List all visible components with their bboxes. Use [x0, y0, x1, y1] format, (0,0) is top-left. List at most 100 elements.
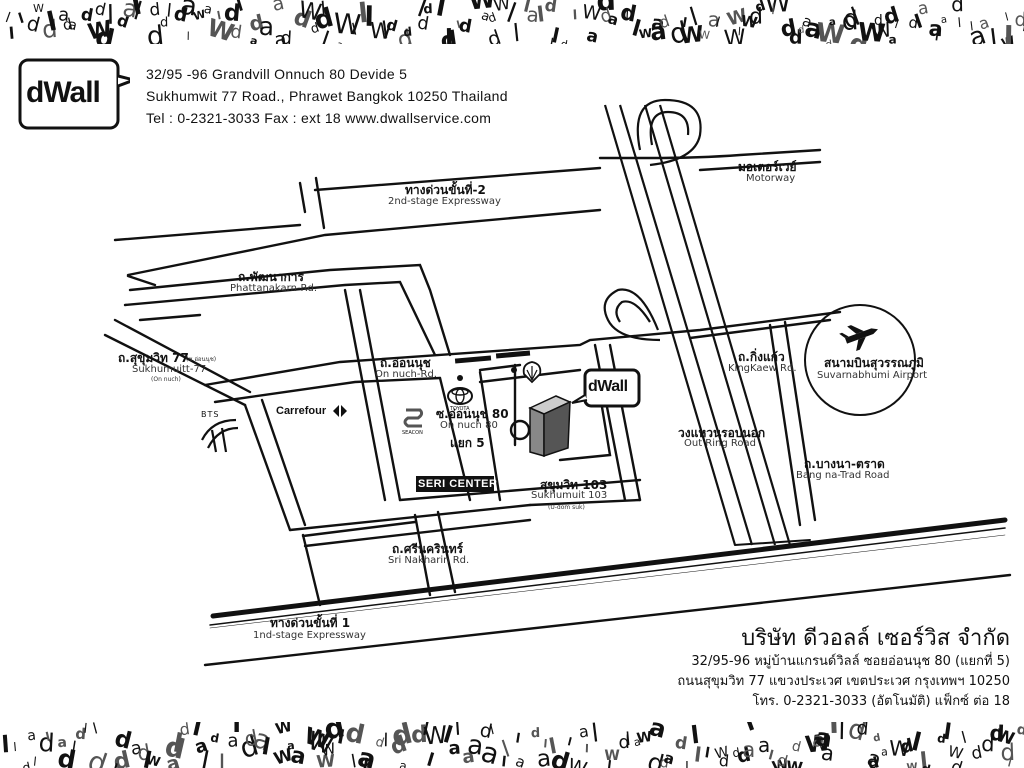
border-glyph: l — [13, 740, 18, 754]
border-glyph: W — [33, 2, 44, 15]
border-glyph: l — [445, 26, 453, 44]
border-glyph: W — [297, 0, 324, 27]
label-kingkaew-th: ถ.กิ่งแก้ว — [738, 350, 785, 364]
border-glyph: l — [685, 760, 689, 768]
road-suk103-c — [398, 478, 642, 502]
label-carrefour: Carrefour — [276, 405, 327, 417]
interchange-top-inner — [649, 110, 690, 146]
border-glyph: W — [638, 26, 653, 42]
label-sukhumwit103-sub: (U-dom suk) — [548, 504, 585, 511]
border-glyph: d — [1000, 740, 1016, 766]
border-glyph: l — [232, 722, 241, 738]
border-glyph: d — [731, 745, 741, 760]
border-glyph: a — [536, 746, 553, 768]
border-glyph: l — [969, 19, 974, 33]
label-phattanakarn-en: Phattanakarn-Rd. — [230, 283, 318, 294]
road-v-kingkaew-a — [768, 323, 802, 527]
border-glyph: l — [737, 25, 741, 38]
border-glyph: a — [758, 733, 770, 757]
road-exp1-b — [209, 534, 1006, 629]
border-glyph: l — [693, 742, 703, 767]
border-glyph: d — [970, 743, 984, 765]
border-glyph: d — [486, 10, 498, 26]
border-glyph: d — [872, 732, 881, 744]
border-glyph: l — [489, 723, 496, 738]
border-glyph: l — [33, 755, 38, 768]
border-glyph: d — [387, 732, 410, 761]
border-glyph: a — [742, 738, 755, 762]
road-onnuch-b — [213, 376, 442, 404]
border-glyph: d — [674, 733, 689, 755]
label-sukhumwit77-en: Sukhumuitt-77 — [132, 364, 207, 375]
border-glyph: a — [916, 0, 930, 20]
border-glyph: a — [466, 730, 485, 762]
border-glyph: l — [357, 0, 369, 30]
border-glyph: d — [981, 732, 995, 756]
border-glyph: W — [604, 748, 619, 764]
border-glyph: d — [907, 13, 920, 32]
border-glyph: l — [547, 35, 555, 44]
border-glyph: d — [824, 38, 833, 44]
border-glyph: d — [560, 38, 569, 44]
border-glyph: a — [928, 17, 943, 42]
label-outring-th: วงแหวนรอบนอก — [678, 426, 766, 440]
border-glyph: d — [989, 722, 1005, 746]
road-v-mid1 — [343, 288, 387, 502]
border-glyph: a — [227, 730, 239, 751]
border-glyph: W — [272, 745, 296, 768]
label-kingkaew-en: KingKaew Rd. — [728, 363, 797, 374]
border-glyph: l — [70, 738, 78, 758]
border-glyph: d — [242, 726, 260, 752]
label-sukhumwit103-th: สุขุมวิท 103 — [540, 478, 608, 492]
border-glyph: d — [789, 26, 803, 44]
border-glyph: l — [235, 0, 246, 15]
border-glyph: a — [940, 14, 948, 26]
border-glyph: d — [798, 25, 805, 37]
border-glyph: l — [959, 728, 968, 748]
border-glyph: a — [121, 0, 139, 24]
border-glyph: d — [93, 22, 117, 44]
border-glyph: a — [513, 752, 528, 768]
border-glyph: l — [107, 1, 115, 31]
border-glyph: l — [1003, 20, 1013, 44]
border-glyph: W — [580, 1, 602, 26]
border-glyph: l — [585, 742, 589, 755]
road-srinak-b — [413, 513, 432, 597]
border-glyph: d — [659, 755, 670, 768]
border-glyph: a — [129, 737, 143, 759]
border-glyph: l — [454, 722, 462, 741]
border-glyph: d — [24, 11, 42, 37]
outring-line2 — [618, 104, 754, 546]
border-glyph: d — [949, 757, 965, 768]
label-sukhumwit77-th: ถ.สุขุมวิท 77 — [118, 351, 189, 365]
road-v-soi80-b — [608, 343, 642, 502]
border-glyph: l — [350, 20, 359, 40]
border-glyph: l — [364, 2, 374, 33]
label-onnuch-th: ถ.อ่อนนุช — [380, 356, 431, 370]
border-glyph: l — [320, 0, 328, 21]
border-glyph: l — [1, 732, 11, 758]
border-glyph: l — [336, 726, 347, 749]
border-glyph: d — [423, 2, 433, 17]
label-srinakharin-th: ถ.ศรีนครินทร์ — [392, 542, 464, 556]
toyota-dot — [457, 375, 463, 381]
border-glyph: d — [38, 728, 55, 758]
border-glyph: a — [398, 758, 407, 768]
label-bts: BTS — [201, 410, 220, 419]
interchange-mid — [603, 288, 661, 342]
border-glyph: l — [625, 729, 632, 750]
border-glyph: l — [543, 737, 548, 750]
toyota-logo-icon — [447, 387, 473, 405]
border-glyph: W — [273, 722, 294, 738]
border-glyph: d — [229, 21, 243, 43]
border-glyph: a — [647, 722, 669, 744]
border-glyph: a — [203, 2, 214, 18]
border-glyph: d — [223, 0, 242, 27]
label-srinakharin-en: Sri Nakharin Rd. — [388, 555, 470, 566]
label-bangna-th: ถ.บางนา-ตราด — [804, 457, 885, 471]
company-address-thai-3: โทร. 0-2321-3033 (อัตโนมัติ) แฟ็กซ์ ต่อ … — [752, 694, 1011, 709]
road-srinak-h — [301, 520, 417, 538]
border-glyph: l — [112, 761, 120, 768]
border-glyph: l — [550, 23, 562, 44]
